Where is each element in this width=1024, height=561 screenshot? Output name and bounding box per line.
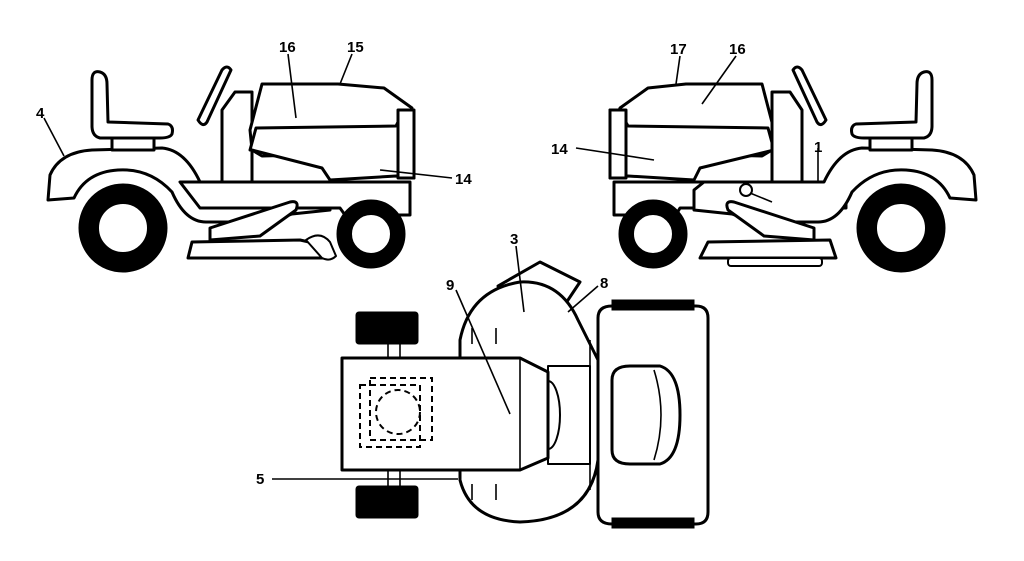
callout-3: 3: [510, 231, 518, 248]
top-front-tire-top: [355, 311, 419, 345]
right-dash-tower: [770, 90, 804, 184]
top-seat: [610, 364, 682, 466]
callout-14-right: 14: [551, 141, 568, 158]
left-chute: [305, 234, 337, 261]
callout-16-right: 16: [729, 41, 746, 58]
callout-16-left: 16: [279, 39, 296, 56]
right-side-view: [608, 65, 978, 273]
top-dash: [547, 365, 591, 465]
callout-15: 15: [347, 39, 364, 56]
callout-17: 17: [670, 41, 687, 58]
callout-14-left: 14: [455, 171, 472, 188]
right-mower-deck: [698, 238, 838, 260]
left-seat-base: [110, 136, 156, 152]
right-lever-knob: [739, 183, 753, 197]
callout-1: 1: [814, 139, 822, 156]
left-front-bumper: [396, 108, 416, 180]
left-steering-wheel: [196, 65, 233, 127]
callout-9: 9: [446, 277, 454, 294]
top-rear-tire-top: [611, 299, 695, 311]
left-side-view: [46, 65, 416, 273]
callout-4: 4: [36, 105, 45, 122]
callout-labels: 4 16 15 14 17 16 14 1 3 8 9 5: [36, 39, 822, 488]
top-hood: [340, 356, 550, 472]
callout-8: 8: [600, 275, 608, 292]
left-foot-pedal: [208, 200, 299, 242]
left-dash-tower: [220, 90, 254, 184]
right-front-bumper: [608, 108, 628, 180]
leader-lines: [43, 53, 819, 480]
left-seat: [90, 70, 174, 140]
callout-5: 5: [256, 471, 264, 488]
right-seat-base: [868, 136, 914, 152]
right-deck-skirt: [727, 257, 823, 267]
top-view: [340, 260, 710, 529]
left-mower-deck: [186, 238, 327, 260]
right-rear-fender: [692, 146, 978, 224]
right-seat: [850, 70, 934, 140]
right-foot-pedal: [725, 200, 816, 242]
top-front-tire-bottom: [355, 485, 419, 519]
top-rear-tire-bottom: [611, 517, 695, 529]
right-steering-wheel: [791, 65, 828, 127]
